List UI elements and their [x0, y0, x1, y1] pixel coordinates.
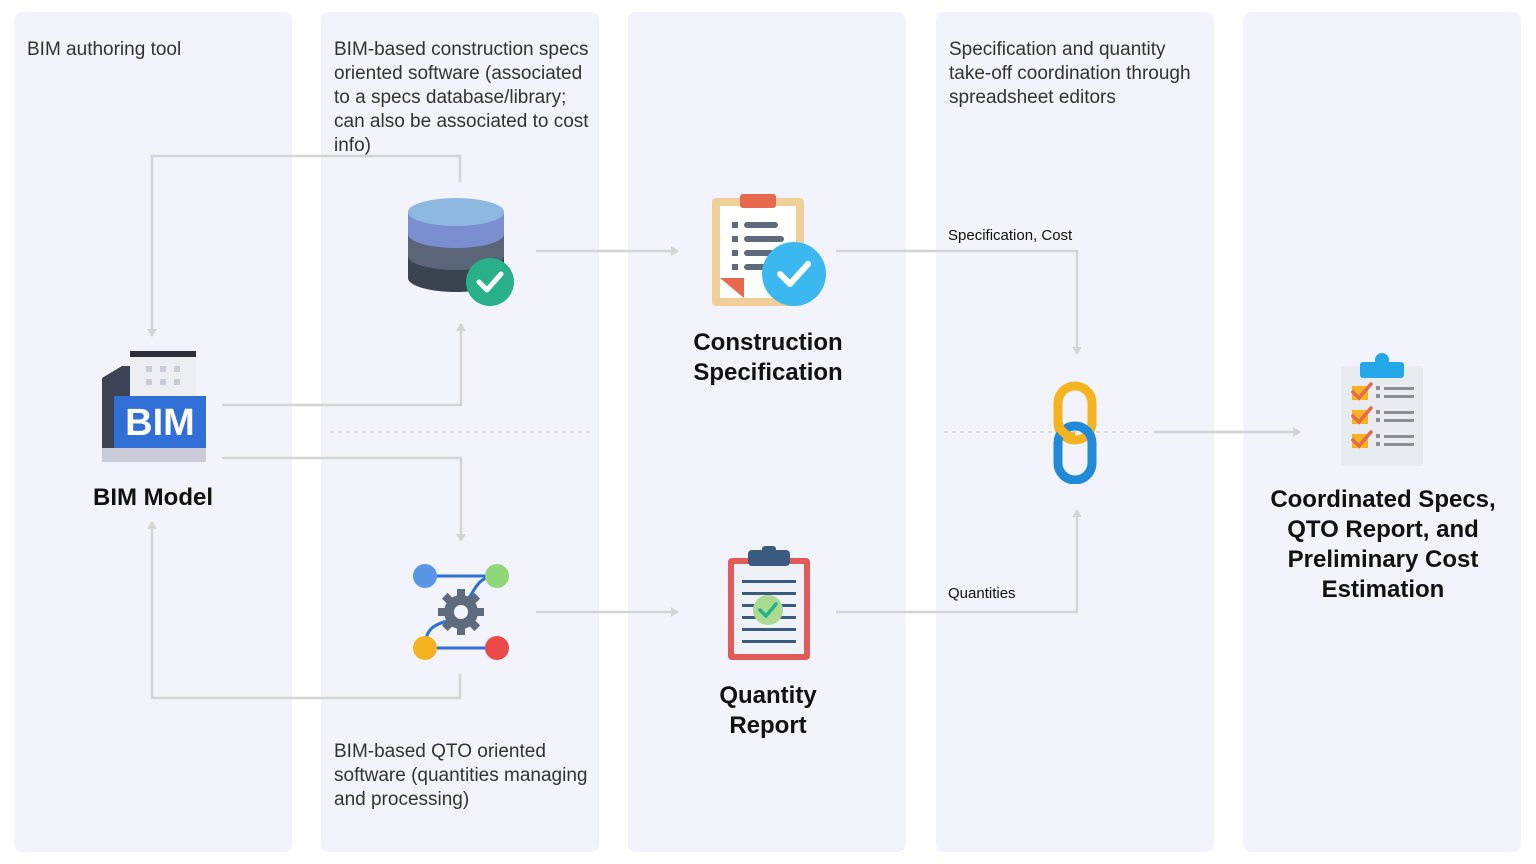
- bim-building-icon: BIM: [102, 351, 206, 462]
- svg-text:BIM: BIM: [125, 402, 195, 444]
- output-label-line1: Coordinated Specs,: [1270, 486, 1496, 513]
- quantity-report-label-line1: Quantity: [719, 682, 817, 709]
- bim-model-label: BIM Model: [93, 484, 213, 511]
- arrow-report-to-link: [836, 509, 1082, 614]
- column-title: BIM authoring tool: [27, 39, 182, 60]
- construction-spec-label: Construction Specification: [648, 328, 888, 388]
- column-documents: [628, 12, 906, 852]
- quantity-report-label: Quantity Report: [668, 681, 868, 741]
- arrow-spec-to-link: [836, 249, 1082, 355]
- column-title: Specification and quantity take-off coor…: [949, 39, 1191, 108]
- output-label-line3: Preliminary Cost: [1287, 546, 1479, 573]
- construction-spec-label-line2: Specification: [693, 359, 843, 386]
- edge-label-quantities: Quantities: [948, 585, 1016, 602]
- database-check-icon: [408, 198, 514, 306]
- specification-document-icon: [712, 194, 826, 306]
- arrow-bim-to-qto: [222, 456, 466, 542]
- column-title: BIM-based construction specs oriented so…: [334, 39, 589, 156]
- construction-spec-label-line1: Construction: [693, 329, 843, 356]
- output-label-line4: Estimation: [1321, 576, 1445, 603]
- output-label: Coordinated Specs, QTO Report, and Preli…: [1248, 485, 1518, 605]
- quantity-report-label-line2: Report: [729, 712, 807, 739]
- output-label-line2: QTO Report, and: [1287, 516, 1479, 543]
- edge-label-spec-cost: Specification, Cost: [948, 227, 1073, 244]
- qto-software-note: BIM-based QTO oriented software (quantit…: [334, 741, 588, 810]
- chain-link-icon: [1053, 381, 1097, 484]
- arrow-qto-to-bim: [147, 521, 462, 700]
- workflow-gear-icon: [413, 564, 509, 660]
- checklist-clipboard-icon: [1341, 353, 1423, 466]
- quantity-report-clipboard-icon: [728, 546, 810, 660]
- arrow-db-to-bim: [147, 154, 462, 337]
- arrow-bim-to-db: [222, 323, 466, 407]
